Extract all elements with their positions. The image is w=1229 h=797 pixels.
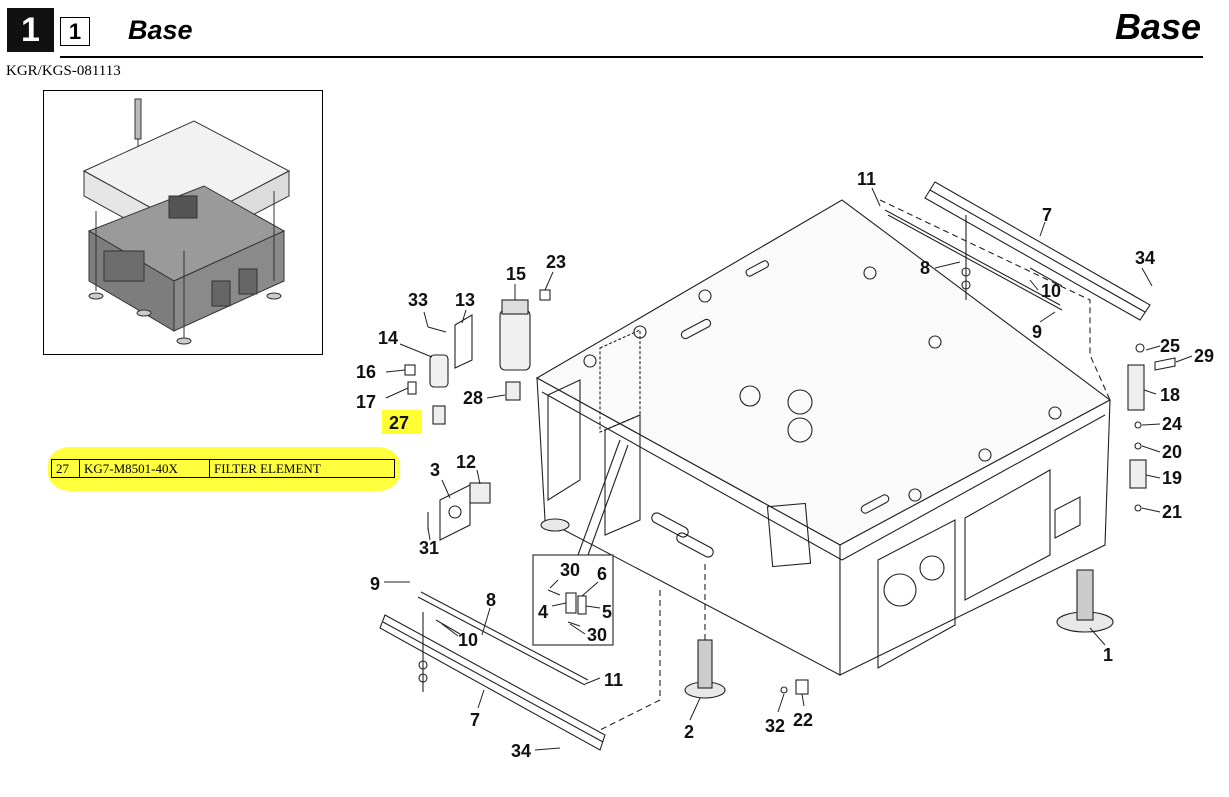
callout-label: 16 (356, 362, 376, 382)
item-number: 27 (52, 460, 80, 477)
callout-label: 7 (470, 710, 480, 730)
callout-label: 2 (684, 722, 694, 742)
callout-label: 9 (370, 574, 380, 594)
front-rail-assembly (379, 591, 606, 751)
page-title-right: Base (1114, 6, 1201, 47)
callout-label: 7 (1042, 205, 1052, 225)
callout-label: 23 (546, 252, 566, 272)
callout-label: 34 (511, 741, 531, 761)
filter-regulator-assembly (404, 289, 1176, 695)
parts-table-highlight (48, 447, 400, 491)
rear-rail-assembly (884, 181, 1151, 321)
callout-label: 33 (408, 290, 428, 310)
machine-overview-drawing (82, 98, 291, 345)
callout-label: 27 (389, 413, 409, 433)
callout-label: 4 (538, 602, 548, 622)
callout-label: 29 (1194, 346, 1214, 366)
callout-label: 17 (356, 392, 376, 412)
callout-label: 25 (1160, 336, 1180, 356)
callout-label: 15 (506, 264, 526, 284)
callout-label: 5 (602, 602, 612, 622)
callout-label: 34 (1135, 248, 1155, 268)
page-title: Base (128, 15, 193, 45)
callout-label: 8 (920, 258, 930, 278)
callout-label: 10 (458, 630, 478, 650)
callout-label: 21 (1162, 502, 1182, 522)
callout-label: 18 (1160, 385, 1180, 405)
header-rule (60, 56, 1203, 58)
parts-table-row: 27 KG7-M8501-40X FILTER ELEMENT (51, 459, 395, 478)
part-number: KG7-M8501-40X (80, 460, 210, 477)
callout-label: 6 (597, 564, 607, 584)
callout-label: 13 (455, 290, 475, 310)
callout-labels: 11 7 8 10 9 34 23 15 33 13 14 16 17 27 2… (356, 169, 1214, 761)
callout-label: 28 (463, 388, 483, 408)
callout-label: 22 (793, 710, 813, 730)
callout-label: 3 (430, 460, 440, 480)
callout-label: 12 (456, 452, 476, 472)
callout-label: 9 (1032, 322, 1042, 342)
callout-label: 32 (765, 716, 785, 736)
section-number: 1 (60, 17, 90, 46)
model-code: KGR/KGS-081113 (6, 63, 121, 79)
leader-lines (384, 187, 1193, 751)
callout-label: 1 (1103, 645, 1113, 665)
base-frame-drawing (535, 199, 1114, 731)
callout-label: 30 (560, 560, 580, 580)
callout-label: 31 (419, 538, 439, 558)
callout-27-highlight (382, 410, 422, 434)
callout-label: 20 (1162, 442, 1182, 462)
machine-overview-thumbnail (43, 90, 323, 355)
callout-label: 14 (378, 328, 398, 348)
callout-label: 8 (486, 590, 496, 610)
callout-label: 11 (857, 169, 876, 189)
callout-label: 24 (1162, 414, 1182, 434)
callout-label: 11 (604, 670, 623, 690)
chapter-number: 1 (7, 8, 54, 52)
callout-label: 19 (1162, 468, 1182, 488)
part-description: FILTER ELEMENT (214, 461, 321, 476)
callout-label: 30 (587, 625, 607, 645)
callout-label: 10 (1041, 281, 1061, 301)
